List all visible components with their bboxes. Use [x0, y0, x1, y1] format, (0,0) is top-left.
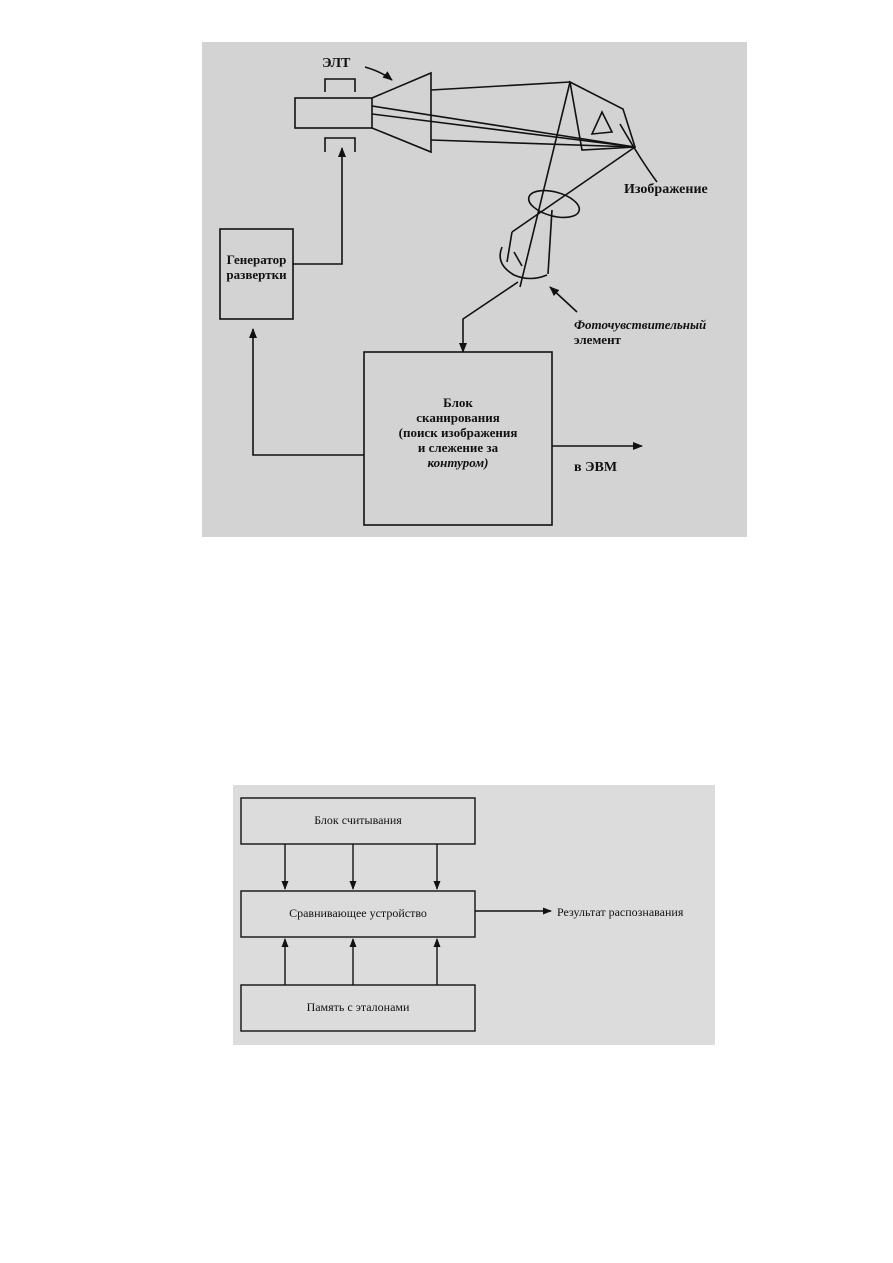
reader-block-label: Блок считывания	[314, 813, 402, 827]
scanning-block-label-line: контуром)	[427, 454, 489, 470]
recognition-system-drawing	[240, 797, 552, 1032]
recognition-result-label: Результат распознавания	[557, 905, 684, 919]
beam-line	[430, 139, 636, 148]
scanning-block-label: Блок сканирования (поиск изображения и с…	[364, 395, 552, 471]
deflection-coil-bottom	[324, 137, 356, 152]
generator-label-line: развертки	[226, 266, 287, 282]
crt-label: ЭЛТ	[322, 56, 351, 71]
scanning-block-label-line: (поиск изображения	[398, 424, 518, 440]
recognition-system-diagram: Блок считывания Сравнивающее устройство …	[233, 785, 715, 1045]
scanning-block-label-line: и слежение за	[417, 439, 499, 455]
scanner-to-generator-arrow	[249, 328, 364, 456]
memory-block-box	[240, 984, 476, 1032]
photo-to-scanner-arrow	[459, 281, 519, 353]
photo-element-label: Фоточувствительный элемент	[574, 317, 707, 348]
beam-line	[371, 113, 636, 148]
image-triangle	[590, 110, 614, 135]
scanning-system-diagram: ЭЛТ Изображение Генератор развертки Фото…	[202, 42, 747, 537]
computer-output-label: в ЭВМ	[574, 460, 618, 475]
optical-ray	[511, 146, 636, 233]
photo-cone-line	[547, 209, 553, 275]
image-label: Изображение	[624, 182, 708, 197]
scanning-block-label-line: Блок	[443, 395, 473, 410]
scanning-system-drawing	[219, 66, 658, 526]
generator-box	[219, 228, 294, 320]
beam-line	[371, 105, 636, 148]
comparator-block-box	[240, 890, 476, 938]
generator-label-line: Генератор	[226, 252, 287, 267]
deflection-coil-top	[324, 78, 356, 92]
reader-block-box	[240, 797, 476, 845]
photo-element-mark	[513, 251, 523, 267]
photo-element-arc	[499, 246, 548, 280]
generator-label: Генератор развертки	[220, 252, 293, 283]
scanning-block-label-line: сканирования	[416, 409, 500, 425]
photo-element-label-line: Фоточувствительный	[574, 317, 707, 332]
optical-ray	[519, 81, 571, 288]
generator-to-crt-arrow	[293, 147, 346, 265]
comparator-block-label: Сравнивающее устройство	[289, 906, 427, 920]
crt-neck	[294, 97, 373, 129]
image-plane	[568, 80, 637, 151]
photo-label-arrow	[549, 286, 578, 313]
optical-ray	[506, 231, 513, 263]
crt-label-arrow	[364, 66, 393, 81]
memory-block-label: Память с эталонами	[306, 1000, 410, 1014]
scanning-block-box	[363, 351, 553, 526]
photo-element-label-line: элемент	[574, 331, 621, 347]
beam-line	[430, 81, 571, 91]
crt-cone	[371, 71, 432, 154]
image-leader	[619, 123, 658, 183]
